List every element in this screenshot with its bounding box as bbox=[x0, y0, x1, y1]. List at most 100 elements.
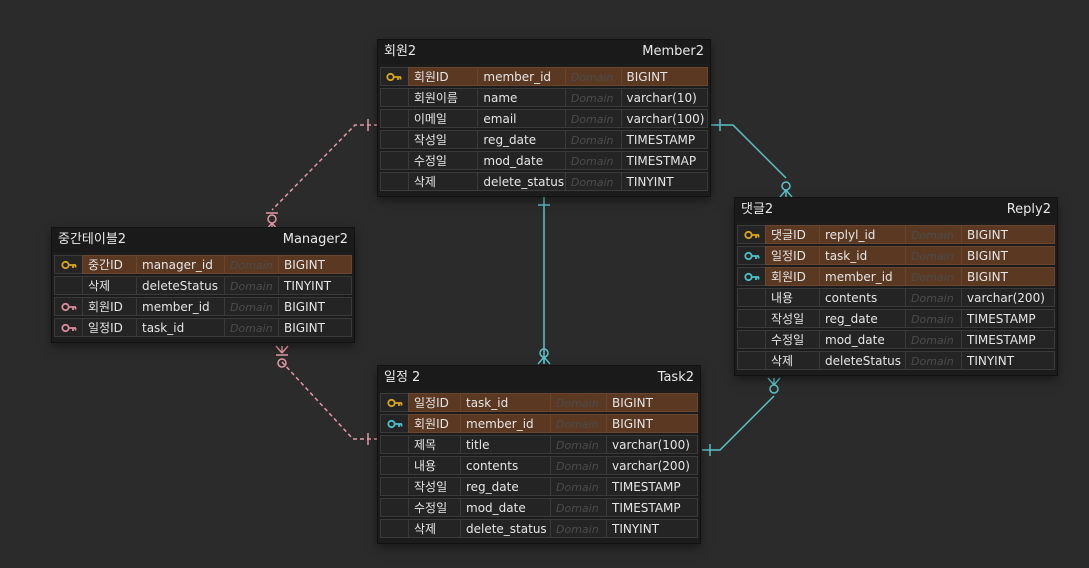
column-physical-name: reg_date bbox=[819, 309, 905, 328]
column-physical-name: mod_date bbox=[460, 498, 550, 517]
entity-physical-name: Task2 bbox=[657, 370, 694, 385]
column-domain: Domain bbox=[224, 255, 278, 274]
entity-header[interactable]: 일정 2 Task2 bbox=[378, 366, 700, 390]
column-logical-name: 내용 bbox=[408, 456, 460, 475]
column-physical-name: reg_date bbox=[460, 477, 550, 496]
key-cell bbox=[380, 435, 408, 454]
column-domain: Domain bbox=[550, 393, 606, 412]
rel-member-reply[interactable] bbox=[710, 119, 793, 198]
key-cell bbox=[737, 330, 765, 349]
key-cell bbox=[380, 172, 408, 191]
foreign-key-icon bbox=[54, 297, 82, 316]
column-type: varchar(200) bbox=[606, 456, 698, 475]
column-logical-name: 중간ID bbox=[82, 255, 136, 274]
column-physical-name: member_id bbox=[136, 297, 224, 316]
column-type: BIGINT bbox=[961, 246, 1055, 265]
column-domain: Domain bbox=[905, 267, 961, 286]
entity-header[interactable]: 회원2 Member2 bbox=[378, 40, 710, 64]
column-logical-name: 삭제 bbox=[82, 276, 136, 295]
key-cell bbox=[380, 477, 408, 496]
column-physical-name: manager_id bbox=[136, 255, 224, 274]
column-physical-name: member_id bbox=[819, 267, 905, 286]
column-type: TINYINT bbox=[278, 276, 352, 295]
column-domain: Domain bbox=[905, 309, 961, 328]
column-logical-name: 수정일 bbox=[407, 151, 478, 170]
column-logical-name: 수정일 bbox=[765, 330, 819, 349]
column-logical-name: 회원ID bbox=[408, 414, 460, 433]
column-domain: Domain bbox=[905, 246, 961, 265]
column-logical-name: 일정ID bbox=[408, 393, 460, 412]
column-domain: Domain bbox=[905, 288, 961, 307]
column-type: BIGINT bbox=[606, 414, 698, 433]
column-logical-name: 회원ID bbox=[765, 267, 819, 286]
column-domain: Domain bbox=[564, 109, 621, 128]
primary-key-icon bbox=[737, 225, 765, 244]
primary-key-icon bbox=[54, 255, 82, 274]
rel-task-manager[interactable] bbox=[275, 345, 378, 445]
key-cell bbox=[380, 519, 408, 538]
key-cell bbox=[380, 498, 408, 517]
rel-member-task[interactable] bbox=[537, 196, 551, 365]
column-domain: Domain bbox=[224, 297, 278, 316]
column-physical-name: task_id bbox=[460, 393, 550, 412]
entity-header[interactable]: 댓글2 Reply2 bbox=[735, 198, 1057, 222]
column-domain: Domain bbox=[564, 172, 621, 191]
rel-member-manager[interactable] bbox=[265, 119, 378, 231]
key-cell bbox=[380, 109, 408, 128]
column-type: TINYINT bbox=[606, 519, 698, 538]
entity-header[interactable]: 중간테이블2 Manager2 bbox=[52, 228, 354, 252]
column-logical-name: 이메일 bbox=[407, 109, 478, 128]
rel-task-reply[interactable] bbox=[702, 377, 781, 456]
column-type: varchar(10) bbox=[620, 88, 708, 107]
column-domain: Domain bbox=[550, 519, 606, 538]
column-domain: Domain bbox=[550, 456, 606, 475]
column-type: BIGINT bbox=[620, 67, 708, 86]
column-logical-name: 삭제 bbox=[407, 172, 478, 191]
entity-logical-name: 회원2 bbox=[384, 44, 417, 59]
column-domain: Domain bbox=[564, 67, 621, 86]
entity-physical-name: Reply2 bbox=[1006, 202, 1051, 217]
primary-key-icon bbox=[380, 393, 408, 412]
entity-physical-name: Member2 bbox=[642, 44, 704, 59]
column-domain: Domain bbox=[224, 318, 278, 337]
column-physical-name: contents bbox=[819, 288, 905, 307]
column-logical-name: 일정ID bbox=[765, 246, 819, 265]
column-domain: Domain bbox=[550, 435, 606, 454]
entity-logical-name: 중간테이블2 bbox=[58, 232, 127, 247]
column-physical-name: replyl_id bbox=[819, 225, 905, 244]
column-physical-name: delete_status bbox=[460, 519, 550, 538]
column-type: BIGINT bbox=[278, 297, 352, 316]
column-logical-name: 제목 bbox=[408, 435, 460, 454]
